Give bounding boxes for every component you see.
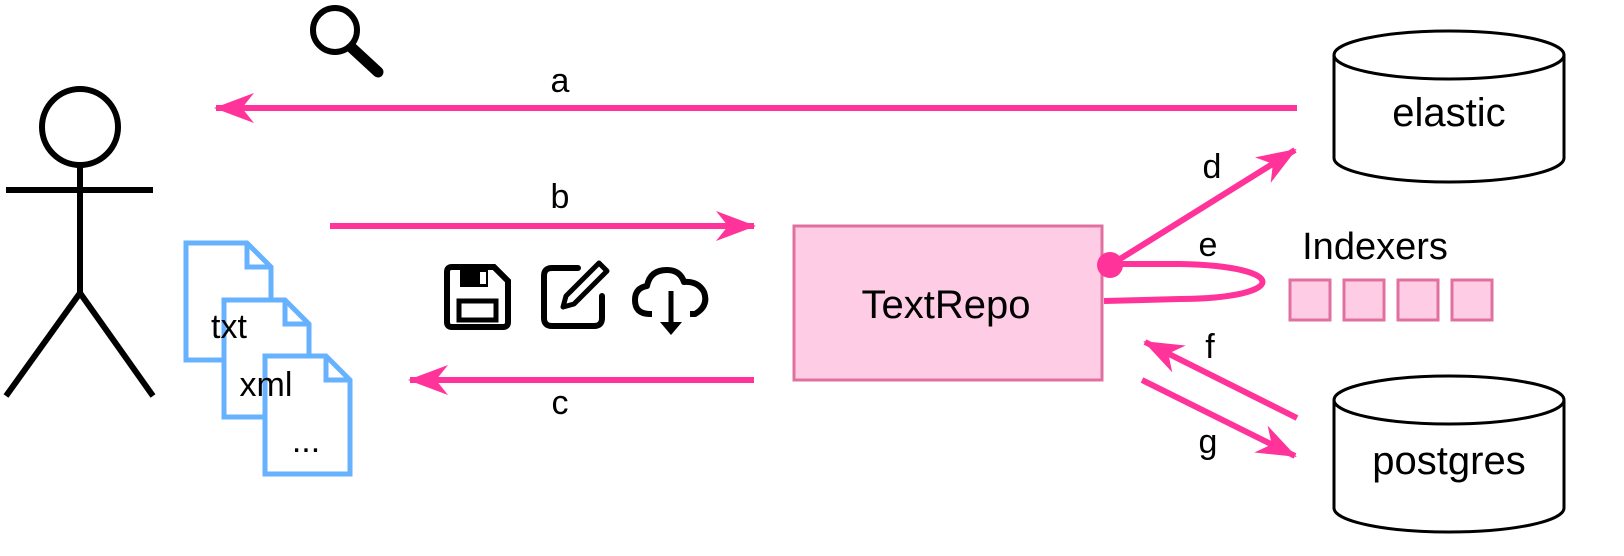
indexer-square	[1288, 278, 1332, 322]
magnifier-icon	[310, 5, 384, 78]
elastic-database-icon	[1332, 29, 1566, 184]
indexer-square	[1342, 278, 1386, 322]
arrow-f-label: f	[1205, 328, 1215, 366]
indexers-label: Indexers	[1302, 226, 1448, 268]
arrow-c-label: c	[552, 384, 569, 422]
file-more-icon	[262, 353, 353, 477]
stick-figure-icon	[3, 86, 156, 398]
arrow-b-label: b	[551, 178, 570, 216]
arrow-d	[1110, 147, 1297, 267]
arrow-g	[1140, 377, 1297, 459]
file-more-label: ...	[292, 422, 320, 460]
file-stack	[183, 240, 353, 477]
indexer-squares	[1288, 278, 1494, 322]
textrepo-box	[792, 224, 1104, 382]
indexer-square	[1450, 278, 1494, 322]
cloud-download-icon	[632, 267, 709, 335]
indexer-square	[1396, 278, 1440, 322]
arrow-e-label: e	[1199, 226, 1218, 264]
file-xml-label: xml	[240, 366, 293, 404]
loop-e-dot	[1097, 252, 1123, 278]
arrow-a-label: a	[551, 62, 570, 100]
textrepo-label: TextRepo	[862, 283, 1031, 327]
elastic-label: elastic	[1392, 91, 1505, 135]
postgres-label: postgres	[1372, 439, 1525, 483]
loop-e	[1103, 261, 1266, 304]
arrow-g-label: g	[1199, 423, 1218, 461]
arrow-d-label: d	[1203, 148, 1222, 186]
postgres-database-icon	[1332, 374, 1566, 534]
floppy-disk-icon	[444, 264, 511, 330]
file-txt-label: txt	[211, 308, 247, 346]
arrow-f	[1143, 339, 1299, 421]
edit-pencil-icon	[541, 260, 610, 329]
